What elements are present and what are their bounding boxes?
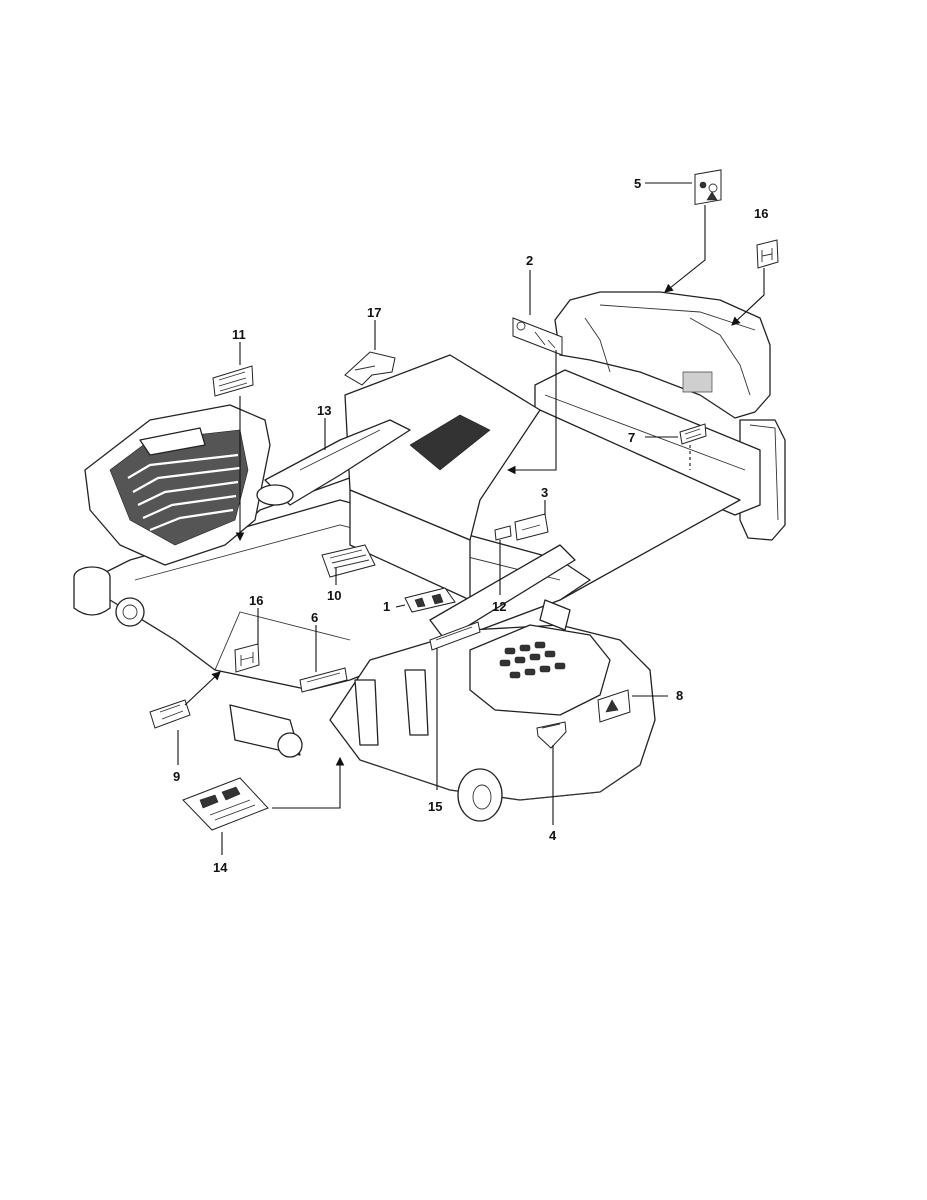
callout-8: 8 <box>676 688 683 703</box>
decal-1 <box>404 587 456 613</box>
decal-3 <box>514 513 549 541</box>
callout-2: 2 <box>526 253 533 268</box>
callout-16-top: 16 <box>754 206 768 221</box>
callout-13: 13 <box>317 403 331 418</box>
decal-9 <box>149 699 191 729</box>
caster-wheel <box>457 768 503 822</box>
callout-7: 7 <box>628 430 635 445</box>
callout-labels: 5 16 2 17 11 13 7 3 10 1 12 16 6 8 9 15 … <box>173 176 768 875</box>
decal-2 <box>512 317 563 356</box>
callout-4: 4 <box>549 828 557 843</box>
callout-10: 10 <box>327 588 341 603</box>
callout-6: 6 <box>311 610 318 625</box>
decal-16-front <box>234 643 260 673</box>
decal-4 <box>536 721 567 749</box>
decal-5 <box>694 169 722 206</box>
decal-12 <box>494 525 512 541</box>
callout-12: 12 <box>492 599 506 614</box>
decal-17 <box>344 351 396 386</box>
callout-16-front: 16 <box>249 593 263 608</box>
decal-10 <box>321 544 376 578</box>
control-tower <box>264 419 411 506</box>
decal-14 <box>182 777 269 831</box>
decal-6 <box>299 667 348 693</box>
decal-16-top <box>756 239 779 269</box>
callout-1: 1 <box>383 599 390 614</box>
callout-17: 17 <box>367 305 381 320</box>
decal-7 <box>679 423 707 445</box>
callout-15: 15 <box>428 799 442 814</box>
callout-5: 5 <box>634 176 641 191</box>
rear-fender <box>554 291 771 419</box>
decal-8 <box>597 689 631 723</box>
callout-11: 11 <box>232 327 246 342</box>
callout-9: 9 <box>173 769 180 784</box>
callout-14: 14 <box>213 860 228 875</box>
decal-11 <box>212 365 254 397</box>
callout-3: 3 <box>541 485 548 500</box>
leader-lines <box>177 182 765 855</box>
decal-15 <box>429 621 481 651</box>
mower-assembly <box>73 291 786 822</box>
